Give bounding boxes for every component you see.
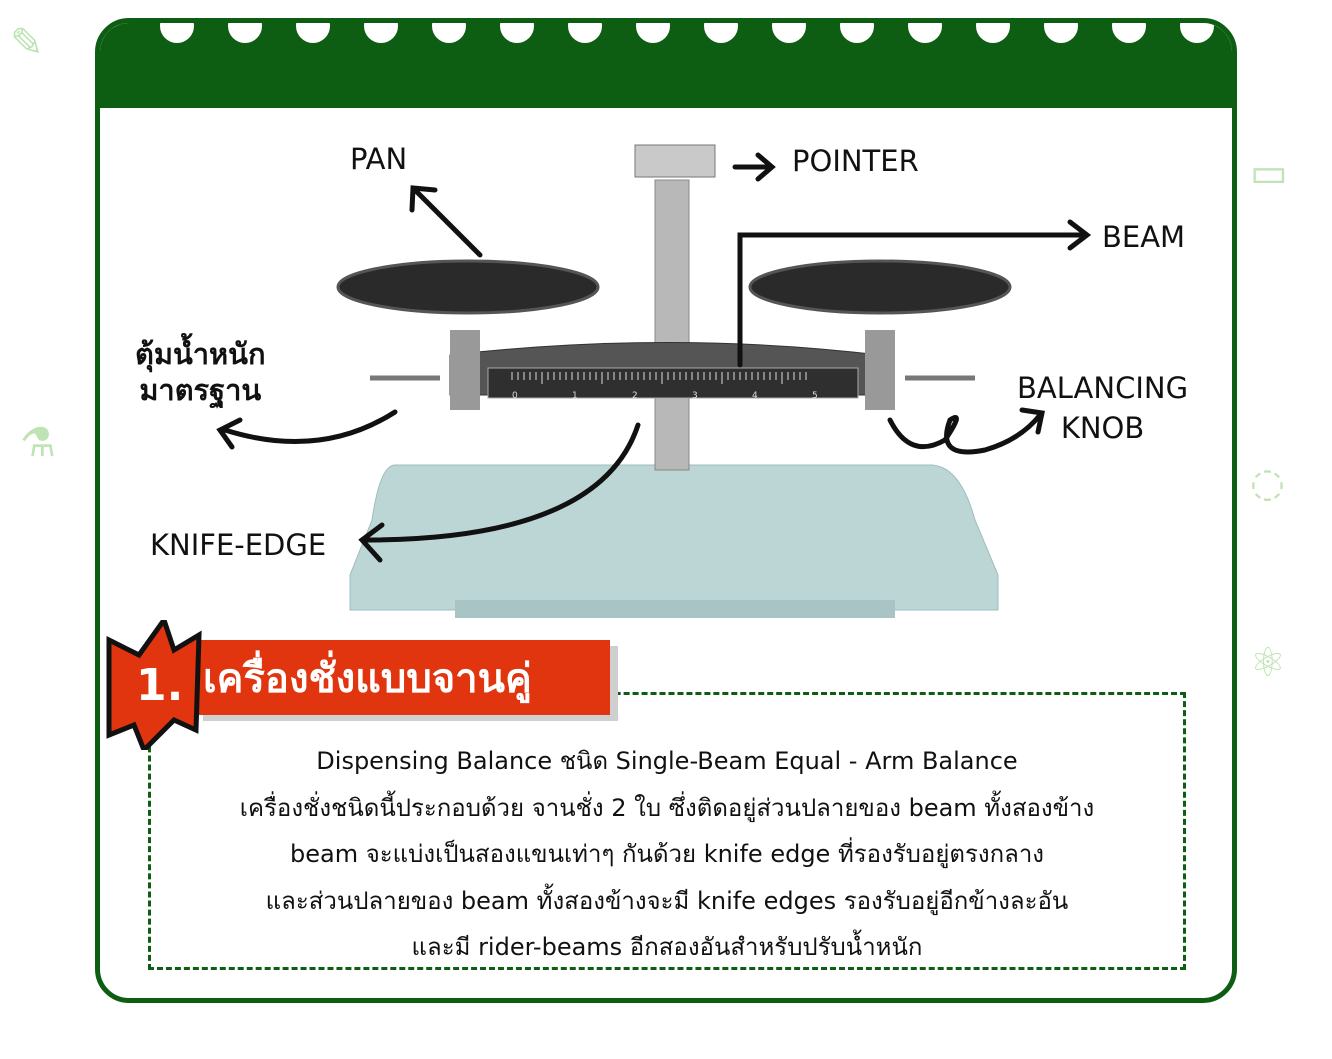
beam-tick-label: 1 bbox=[572, 391, 578, 401]
title-text: เครื่องชั่งแบบจานคู่ bbox=[203, 655, 532, 702]
beam-tick-label: 4 bbox=[752, 391, 758, 401]
description-line: เครื่องชั่งชนิดนี้ประกอบด้วย จานชั่ง 2 ใ… bbox=[239, 793, 1095, 822]
label-knife-edge: KNIFE-EDGE bbox=[150, 528, 327, 562]
description-line: beam จะแบ่งเป็นสองแขนเท่าๆ กันด้วย knife… bbox=[289, 840, 1045, 868]
flask-doodle-icon: ⚗ bbox=[20, 420, 56, 466]
left-pan bbox=[336, 259, 600, 315]
label-pointer: POINTER bbox=[792, 144, 919, 178]
header-band bbox=[100, 23, 1232, 108]
title-number-badge: 1. bbox=[104, 620, 204, 750]
label-standard-weights: ตุ้มน้ำหนัก มาตรฐาน bbox=[135, 337, 266, 407]
beam-scale-ticks: 0 1 2 3 4 5 bbox=[511, 372, 818, 401]
arrows bbox=[216, 152, 1092, 563]
beam-tick-label: 0 bbox=[512, 391, 518, 401]
beam-scale bbox=[487, 367, 859, 399]
description-text: Dispensing Balance ชนิด Single-Beam Equa… bbox=[150, 738, 1184, 971]
label-pan: PAN bbox=[350, 142, 408, 176]
description-box bbox=[148, 692, 1186, 970]
pointer-head bbox=[634, 144, 716, 178]
description-line: และส่วนปลายของ beam ทั้งสองข้างจะมี knif… bbox=[265, 886, 1069, 915]
title-number: 1. bbox=[136, 660, 184, 711]
description-line: และมี rider-beams อีกสองอันสำหรับปรับน้ำ… bbox=[411, 933, 923, 961]
scale-base bbox=[349, 464, 999, 618]
laptop-doodle-icon: ▭ bbox=[1250, 150, 1288, 196]
right-pan bbox=[748, 259, 1012, 315]
center-column bbox=[654, 179, 690, 471]
title-banner: เครื่องชั่งแบบจานคู่ bbox=[195, 640, 610, 715]
atom-doodle-icon: ⚛ bbox=[1250, 640, 1286, 686]
beam-tick-label: 3 bbox=[692, 391, 698, 401]
beam-tick-label: 5 bbox=[812, 391, 818, 401]
apple-doodle-icon: ◌ bbox=[1250, 460, 1285, 506]
beam-tick-label: 2 bbox=[632, 391, 638, 401]
description-line: Dispensing Balance ชนิด Single-Beam Equa… bbox=[316, 747, 1018, 775]
pencil-doodle-icon: ✎ bbox=[10, 20, 44, 66]
label-beam: BEAM bbox=[1102, 220, 1186, 254]
label-balancing-knob: BALANCING KNOB bbox=[1017, 371, 1189, 445]
